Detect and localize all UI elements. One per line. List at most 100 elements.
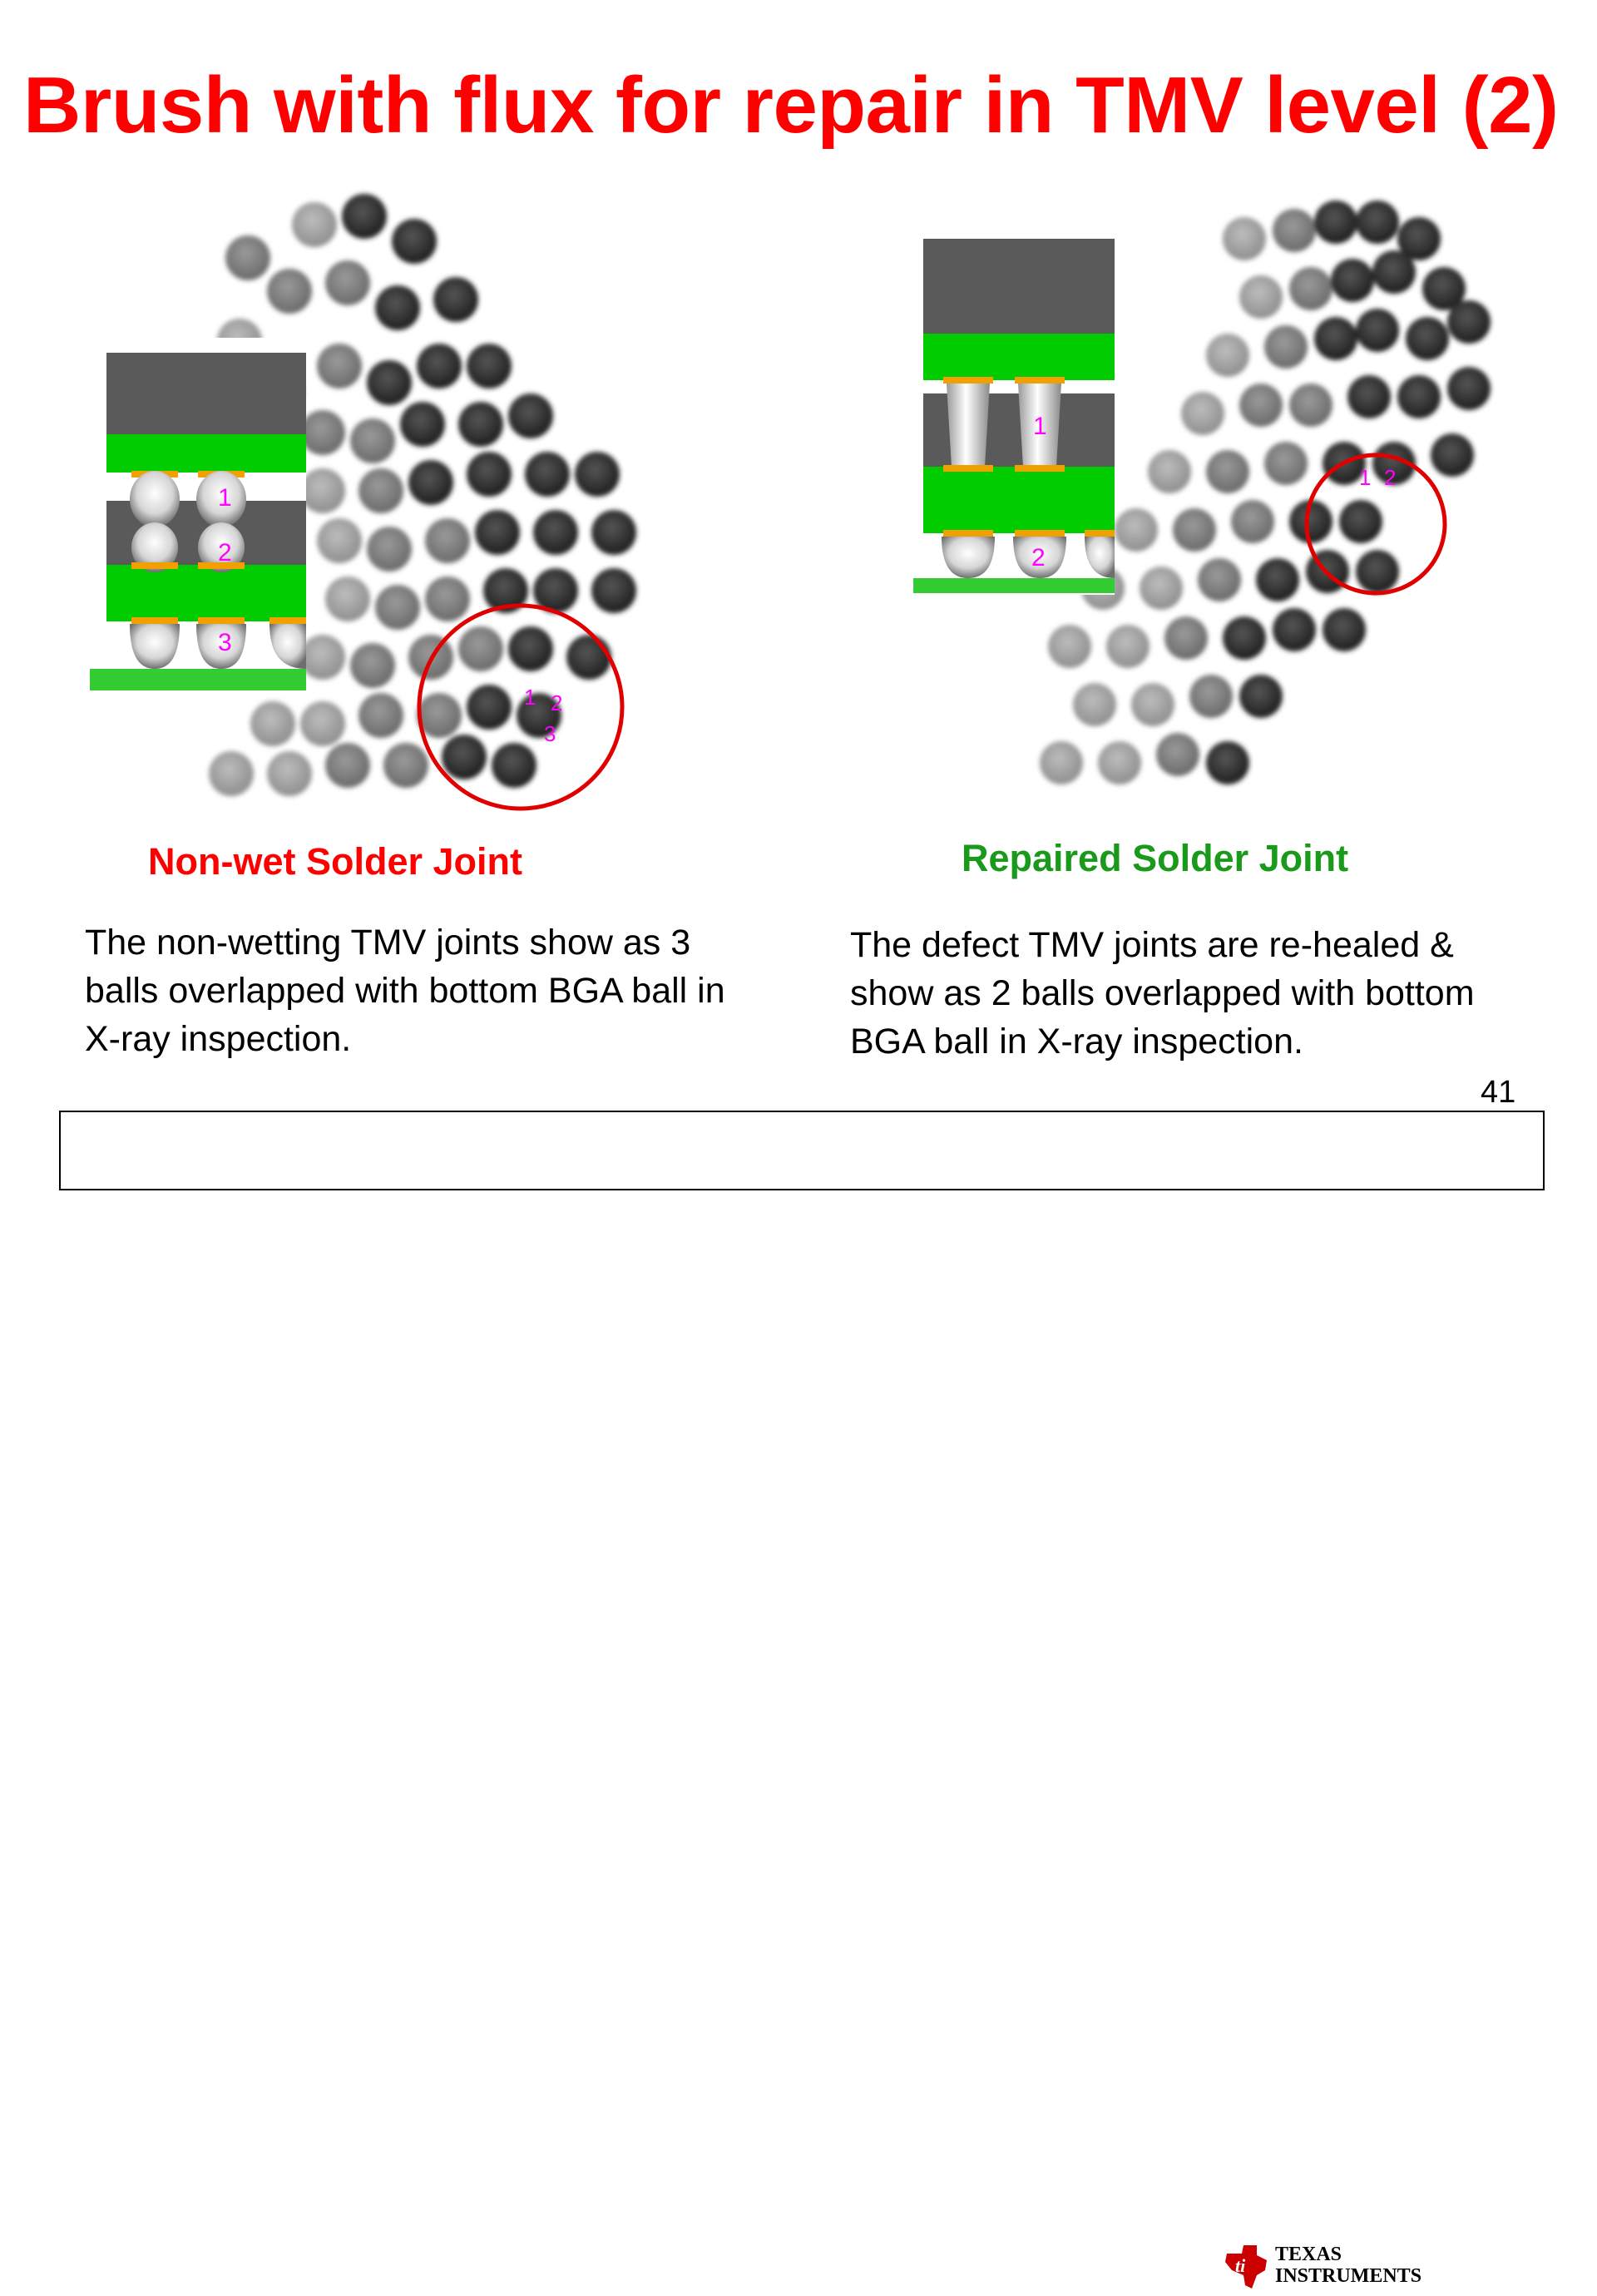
xray-ball — [325, 260, 370, 305]
texas-instruments-logo-icon: ti — [1225, 2245, 1267, 2289]
xray-ball — [575, 452, 620, 497]
xray-ball — [458, 402, 503, 447]
page-number: 41 — [1481, 1075, 1516, 1110]
xray-ball — [483, 568, 528, 613]
xray-ball — [1289, 383, 1332, 427]
xray-ball — [1289, 267, 1332, 310]
xray-ball — [1356, 550, 1399, 593]
caption-non-wet: Non-wet Solder Joint — [148, 840, 522, 883]
slide-title: Brush with flux for repair in TMV level … — [23, 61, 1559, 150]
xray-ball — [533, 510, 578, 555]
xray-ball — [367, 527, 412, 572]
xray-ball — [300, 468, 345, 513]
logo-text-texas: Texas — [1275, 2244, 1342, 2265]
xray-ball — [408, 635, 453, 680]
inset-label-1: 1 — [1033, 413, 1047, 440]
solder-balls-bottom — [942, 530, 1115, 578]
xray-ball — [1148, 450, 1191, 493]
xray-ball — [1331, 259, 1374, 302]
xray-ball — [1339, 500, 1382, 543]
xray-ball — [1106, 625, 1150, 668]
xray-ball — [342, 194, 387, 239]
xray-ball — [467, 685, 512, 730]
caption-repaired: Repaired Solder Joint — [962, 837, 1349, 879]
xray-image-repaired: 1 2 — [1040, 200, 1491, 784]
xray-ball — [425, 576, 470, 621]
xray-ball — [1189, 675, 1233, 718]
xray-ball — [475, 510, 520, 555]
xray-ball — [591, 510, 636, 555]
xray-ball — [209, 751, 254, 796]
cross-section-diagram-repaired: 1 2 — [913, 237, 1115, 595]
description-non-wet: The non-wetting TMV joints show as 3 bal… — [85, 923, 725, 1059]
xray-ball — [1131, 683, 1174, 726]
solder-balls-bottom — [130, 617, 306, 669]
xray-ball — [1397, 217, 1441, 260]
xray-ball — [1273, 608, 1316, 651]
xray-ball — [1073, 683, 1116, 726]
xray-ball — [1206, 450, 1249, 493]
xray-ball — [1372, 442, 1416, 485]
xray-ball — [492, 743, 536, 788]
solder-balls-top — [130, 471, 246, 572]
xray-ball — [508, 393, 553, 438]
inset-label-2: 2 — [1031, 544, 1046, 572]
xray-ball — [400, 402, 445, 447]
xray-ball — [517, 693, 561, 738]
xray-ball — [300, 701, 345, 746]
xray-ball — [325, 576, 370, 621]
xray-ball — [508, 626, 553, 671]
xray-ball — [1223, 217, 1266, 260]
xray-ball — [1447, 367, 1491, 410]
xray-ball — [367, 360, 412, 405]
xray-ball — [1164, 616, 1208, 660]
svg-text:ti: ti — [1235, 2255, 1246, 2276]
xray-ball — [417, 693, 462, 738]
xray-ball — [1372, 250, 1416, 294]
xray-ball — [1356, 309, 1399, 352]
xray-ball — [1314, 317, 1357, 360]
xray-ball — [1264, 442, 1308, 485]
xray-ball — [292, 202, 337, 247]
xray-ball — [1223, 616, 1266, 660]
xray-ball — [417, 344, 462, 388]
xray-ball — [1256, 558, 1299, 601]
xray-ball — [300, 635, 345, 680]
xray-ball — [1289, 500, 1332, 543]
xray-ball — [1115, 508, 1158, 552]
xray-ball — [1173, 508, 1216, 552]
xray-ball — [533, 568, 578, 613]
xray-ball — [1356, 200, 1399, 244]
xray-ball — [375, 285, 420, 330]
xray-ball — [375, 585, 420, 630]
xray-ball — [250, 701, 295, 746]
xray-ball — [1239, 675, 1283, 718]
inset-label-2: 2 — [218, 539, 232, 567]
footer-bar: ti Texas Instruments — [59, 1111, 1545, 2289]
xray-ball — [1431, 433, 1474, 477]
xray-ball — [1347, 375, 1391, 418]
repaired-columns — [943, 377, 1065, 472]
xray-ball — [1206, 741, 1249, 784]
xray-ball — [358, 468, 403, 513]
xray-ball — [1273, 209, 1316, 252]
xray-ball — [1181, 392, 1224, 435]
xray-ball — [425, 518, 470, 563]
inset-label-3: 3 — [218, 629, 232, 656]
xray-ball — [566, 635, 611, 680]
xray-ball — [392, 219, 437, 264]
xray-ball — [1156, 733, 1199, 776]
xray-ball — [267, 751, 312, 796]
description-repaired: The defect TMV joints are re-healed & sh… — [850, 925, 1475, 1061]
xray-ball — [1040, 741, 1083, 784]
xray-ball — [1306, 550, 1349, 593]
xray-ball — [433, 277, 478, 322]
xray-ball — [467, 344, 512, 388]
xray-ball — [1314, 200, 1357, 244]
cross-section-diagram-non-wet: 1 2 3 — [90, 338, 306, 692]
xray-ball — [1422, 267, 1466, 310]
xray-ball — [1323, 608, 1366, 651]
xray-ball — [325, 743, 370, 788]
inset-label-1: 1 — [218, 484, 232, 512]
xray-ball — [1140, 567, 1183, 610]
